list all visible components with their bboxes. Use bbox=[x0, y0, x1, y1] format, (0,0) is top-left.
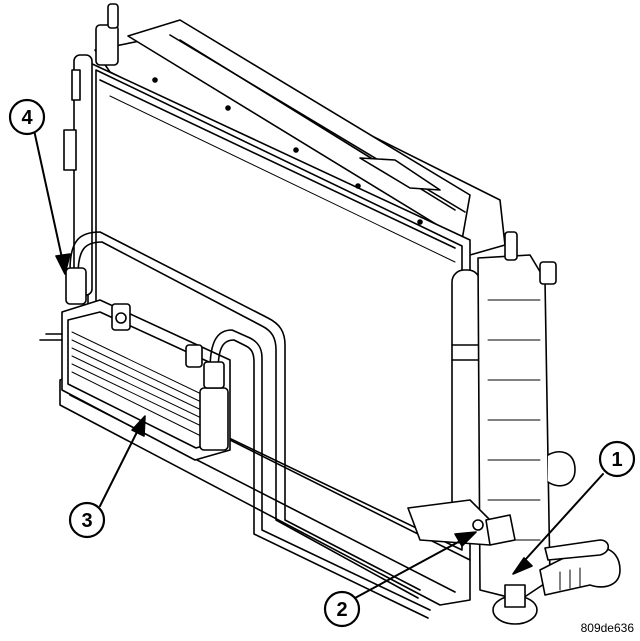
callout-3-label: 3 bbox=[81, 510, 92, 532]
upper-shroud bbox=[94, 19, 506, 256]
cooler-lines bbox=[65, 231, 431, 619]
right-side-tank bbox=[451, 231, 576, 625]
callout-2-label: 2 bbox=[336, 599, 347, 621]
left-side-tank bbox=[63, 3, 119, 296]
bottom-hoses bbox=[539, 539, 621, 596]
callout-4: 4 bbox=[8, 98, 71, 275]
callout-2: 2 bbox=[323, 531, 477, 628]
figure-id: 809de636 bbox=[580, 621, 634, 635]
callout-4-label: 4 bbox=[21, 107, 33, 129]
callout-3: 3 bbox=[68, 415, 146, 539]
callout-1-label: 1 bbox=[611, 449, 622, 471]
oil-cooler bbox=[39, 299, 231, 461]
callout-1: 1 bbox=[512, 440, 636, 575]
